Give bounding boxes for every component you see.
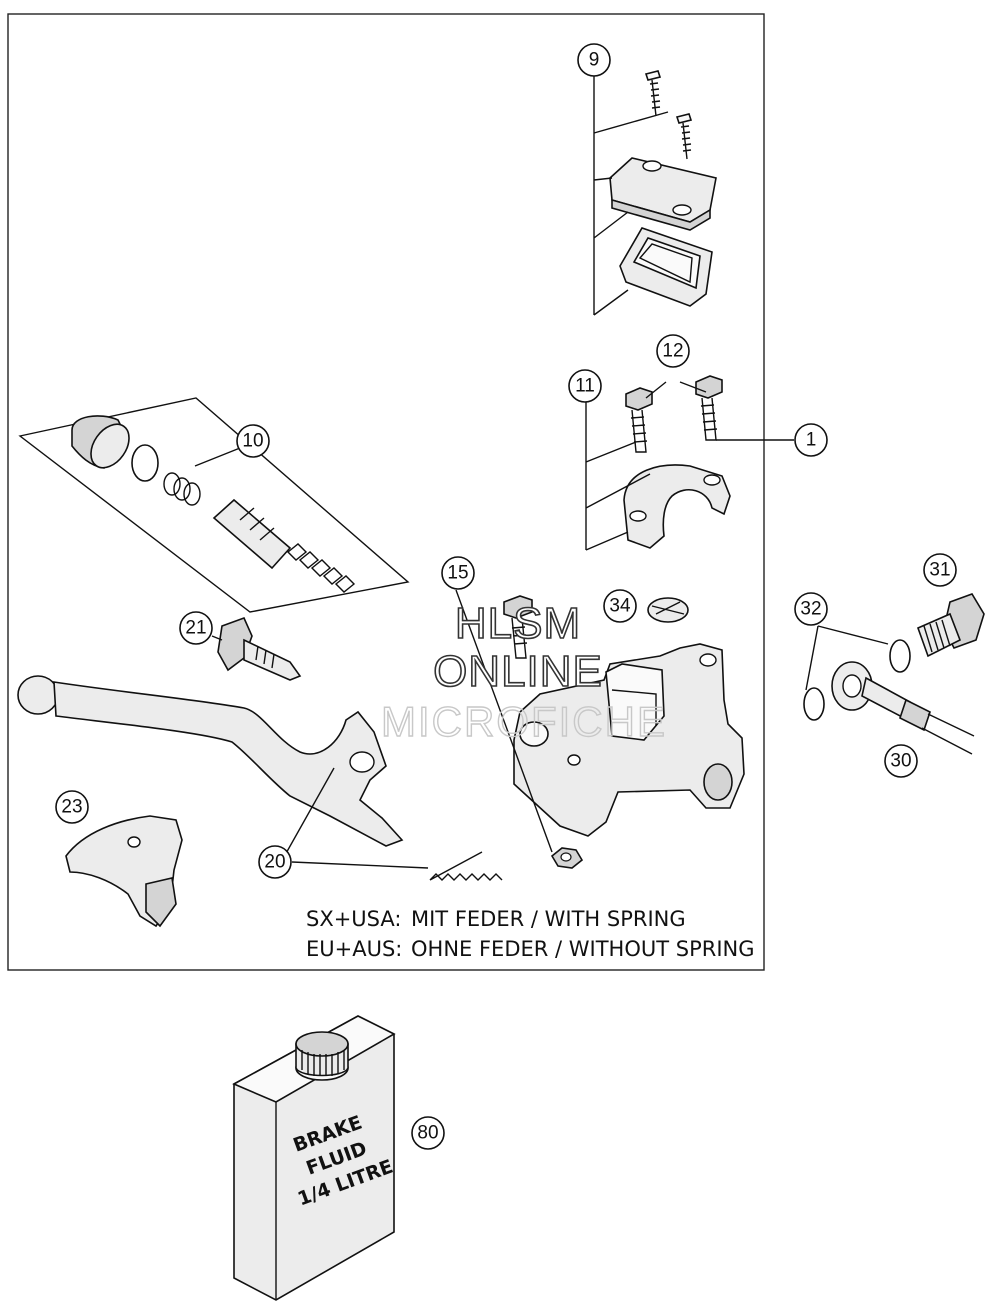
- callout-1-label: 1: [806, 430, 817, 451]
- callout-32-label: 32: [800, 599, 821, 620]
- note-2-text: OHNE FEDER / WITHOUT SPRING: [411, 937, 755, 961]
- callout-20-label: 20: [264, 852, 285, 873]
- reservoir-cap: [647, 597, 689, 623]
- callout-20[interactable]: 20: [258, 845, 292, 879]
- callout-23-label: 23: [61, 797, 82, 818]
- callout-21[interactable]: 21: [179, 611, 213, 645]
- callout-30-label: 30: [890, 751, 911, 772]
- note-2-region: EU+AUS:: [306, 937, 402, 961]
- callout-11-label: 11: [575, 376, 595, 397]
- callout-10-label: 10: [242, 431, 263, 452]
- reservoir-cover-group: [593, 70, 717, 316]
- callout-9-label: 9: [589, 50, 600, 71]
- brake-lever: [17, 675, 404, 865]
- callout-32[interactable]: 32: [794, 592, 828, 626]
- callout-31[interactable]: 31: [923, 553, 957, 587]
- callout-34-label: 34: [609, 596, 631, 617]
- callout-80-label: 80: [417, 1123, 438, 1144]
- callout-15[interactable]: 15: [441, 556, 475, 590]
- callout-10[interactable]: 10: [236, 424, 270, 458]
- assembly-frame: [7, 13, 765, 971]
- callout-21-label: 21: [185, 618, 206, 639]
- banjo-bolt: [916, 593, 985, 658]
- piston-kit-group: [18, 397, 410, 613]
- watermark-line1: HLSM: [455, 599, 581, 648]
- callout-12-label: 12: [662, 341, 683, 362]
- callout-12[interactable]: 12: [656, 334, 690, 368]
- watermark-line3: MICROFICHE: [381, 698, 667, 745]
- master-cylinder-body: [513, 643, 745, 837]
- callout-15-label: 15: [447, 563, 468, 584]
- lever-cover: [65, 815, 183, 928]
- callout-80[interactable]: 80: [411, 1116, 445, 1150]
- callout-23[interactable]: 23: [55, 790, 89, 824]
- bolt-and-nut: [455, 589, 584, 869]
- callout-30[interactable]: 30: [884, 744, 918, 778]
- callout-1[interactable]: 1: [794, 423, 828, 457]
- callout-11[interactable]: 11: [568, 369, 602, 403]
- note-1-text: MIT FEDER / WITH SPRING: [411, 907, 686, 931]
- callout-34[interactable]: 34: [603, 589, 637, 623]
- brake-line: [831, 661, 975, 755]
- brake-fluid-can: BRAKE FLUID 1/4 LITRE: [232, 1015, 396, 1301]
- callout-31-label: 31: [929, 560, 950, 581]
- clamp-group: [585, 375, 794, 551]
- sealing-washers: [803, 625, 911, 721]
- spring: [291, 851, 503, 881]
- adjuster-group: [211, 616, 302, 681]
- callout-9[interactable]: 9: [577, 43, 611, 77]
- watermark-line2: ONLINE: [433, 647, 603, 696]
- note-1-region: SX+USA:: [306, 907, 401, 931]
